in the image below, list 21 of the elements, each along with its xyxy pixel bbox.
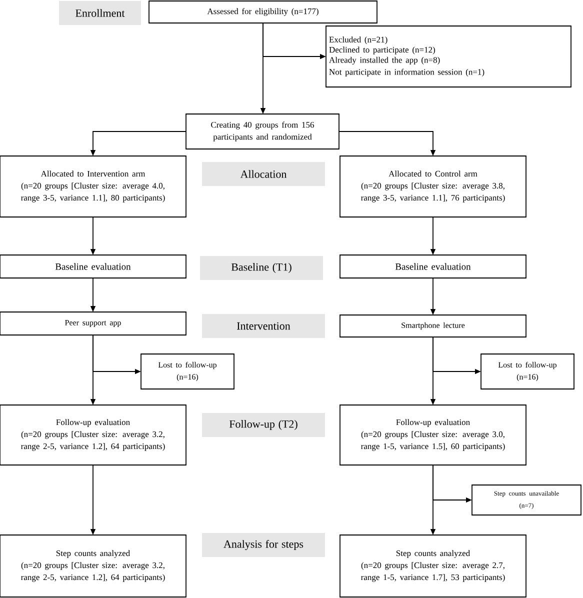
flow-box: Follow-up evaluation (n=20 groups [Cluster size: average 3.2, range 2-5, variance 1.2], 64 participants) [0,404,186,466]
flow-box: Allocated to Control arm (n=20 groups [Cluster size: average 3.8, range 3-5, variance 1.1], 76 participants) [340,156,526,218]
flow-box: Allocated to Intervention arm (n=20 groups [Cluster size: average 4.0, range 3-5, variance 1.1], 80 participants) [0,156,186,218]
stage-label: Baseline (T1) [200,256,323,280]
flow-box: Excluded (n=21) Declined to participate (n=12) Already installed the app (n=8) Not participate in information session (n=1) [326,26,572,88]
stage-label: Allocation [202,162,325,186]
flow-box: Smartphone lecture [340,314,526,338]
stage-label: Enrollment [59,1,141,25]
flow-box: Lost to follow-up (n=16) [140,354,234,390]
flow-box: Follow-up evaluation (n=20 groups [Cluster size: average 3.0, range 1-5, variance 1.5], 60 participants) [340,404,526,466]
stage-label: Intervention [202,314,325,338]
flow-box: Lost to follow-up (n=16) [480,354,574,390]
flow-box: Creating 40 groups from 156 participants and randomized [186,114,340,150]
flow-box: Step counts analyzed (n=20 groups [Cluster size: average 3.2, range 2-5, variance 1.2], 64 participants) [0,534,186,598]
flow-box: Baseline evaluation [340,254,526,278]
flow-box: Step counts analyzed (n=20 groups [Cluster size: average 2.7, range 1-5, variance 1.7], 53 participants) [340,534,526,598]
flow-box: Baseline evaluation [0,254,186,278]
stage-label: Analysis for steps [202,533,325,557]
flow-box: Assessed for eligibility (n=177) [148,0,378,24]
flow-box: Peer support app [0,312,186,336]
stage-label: Follow-up (T2) [202,413,325,437]
